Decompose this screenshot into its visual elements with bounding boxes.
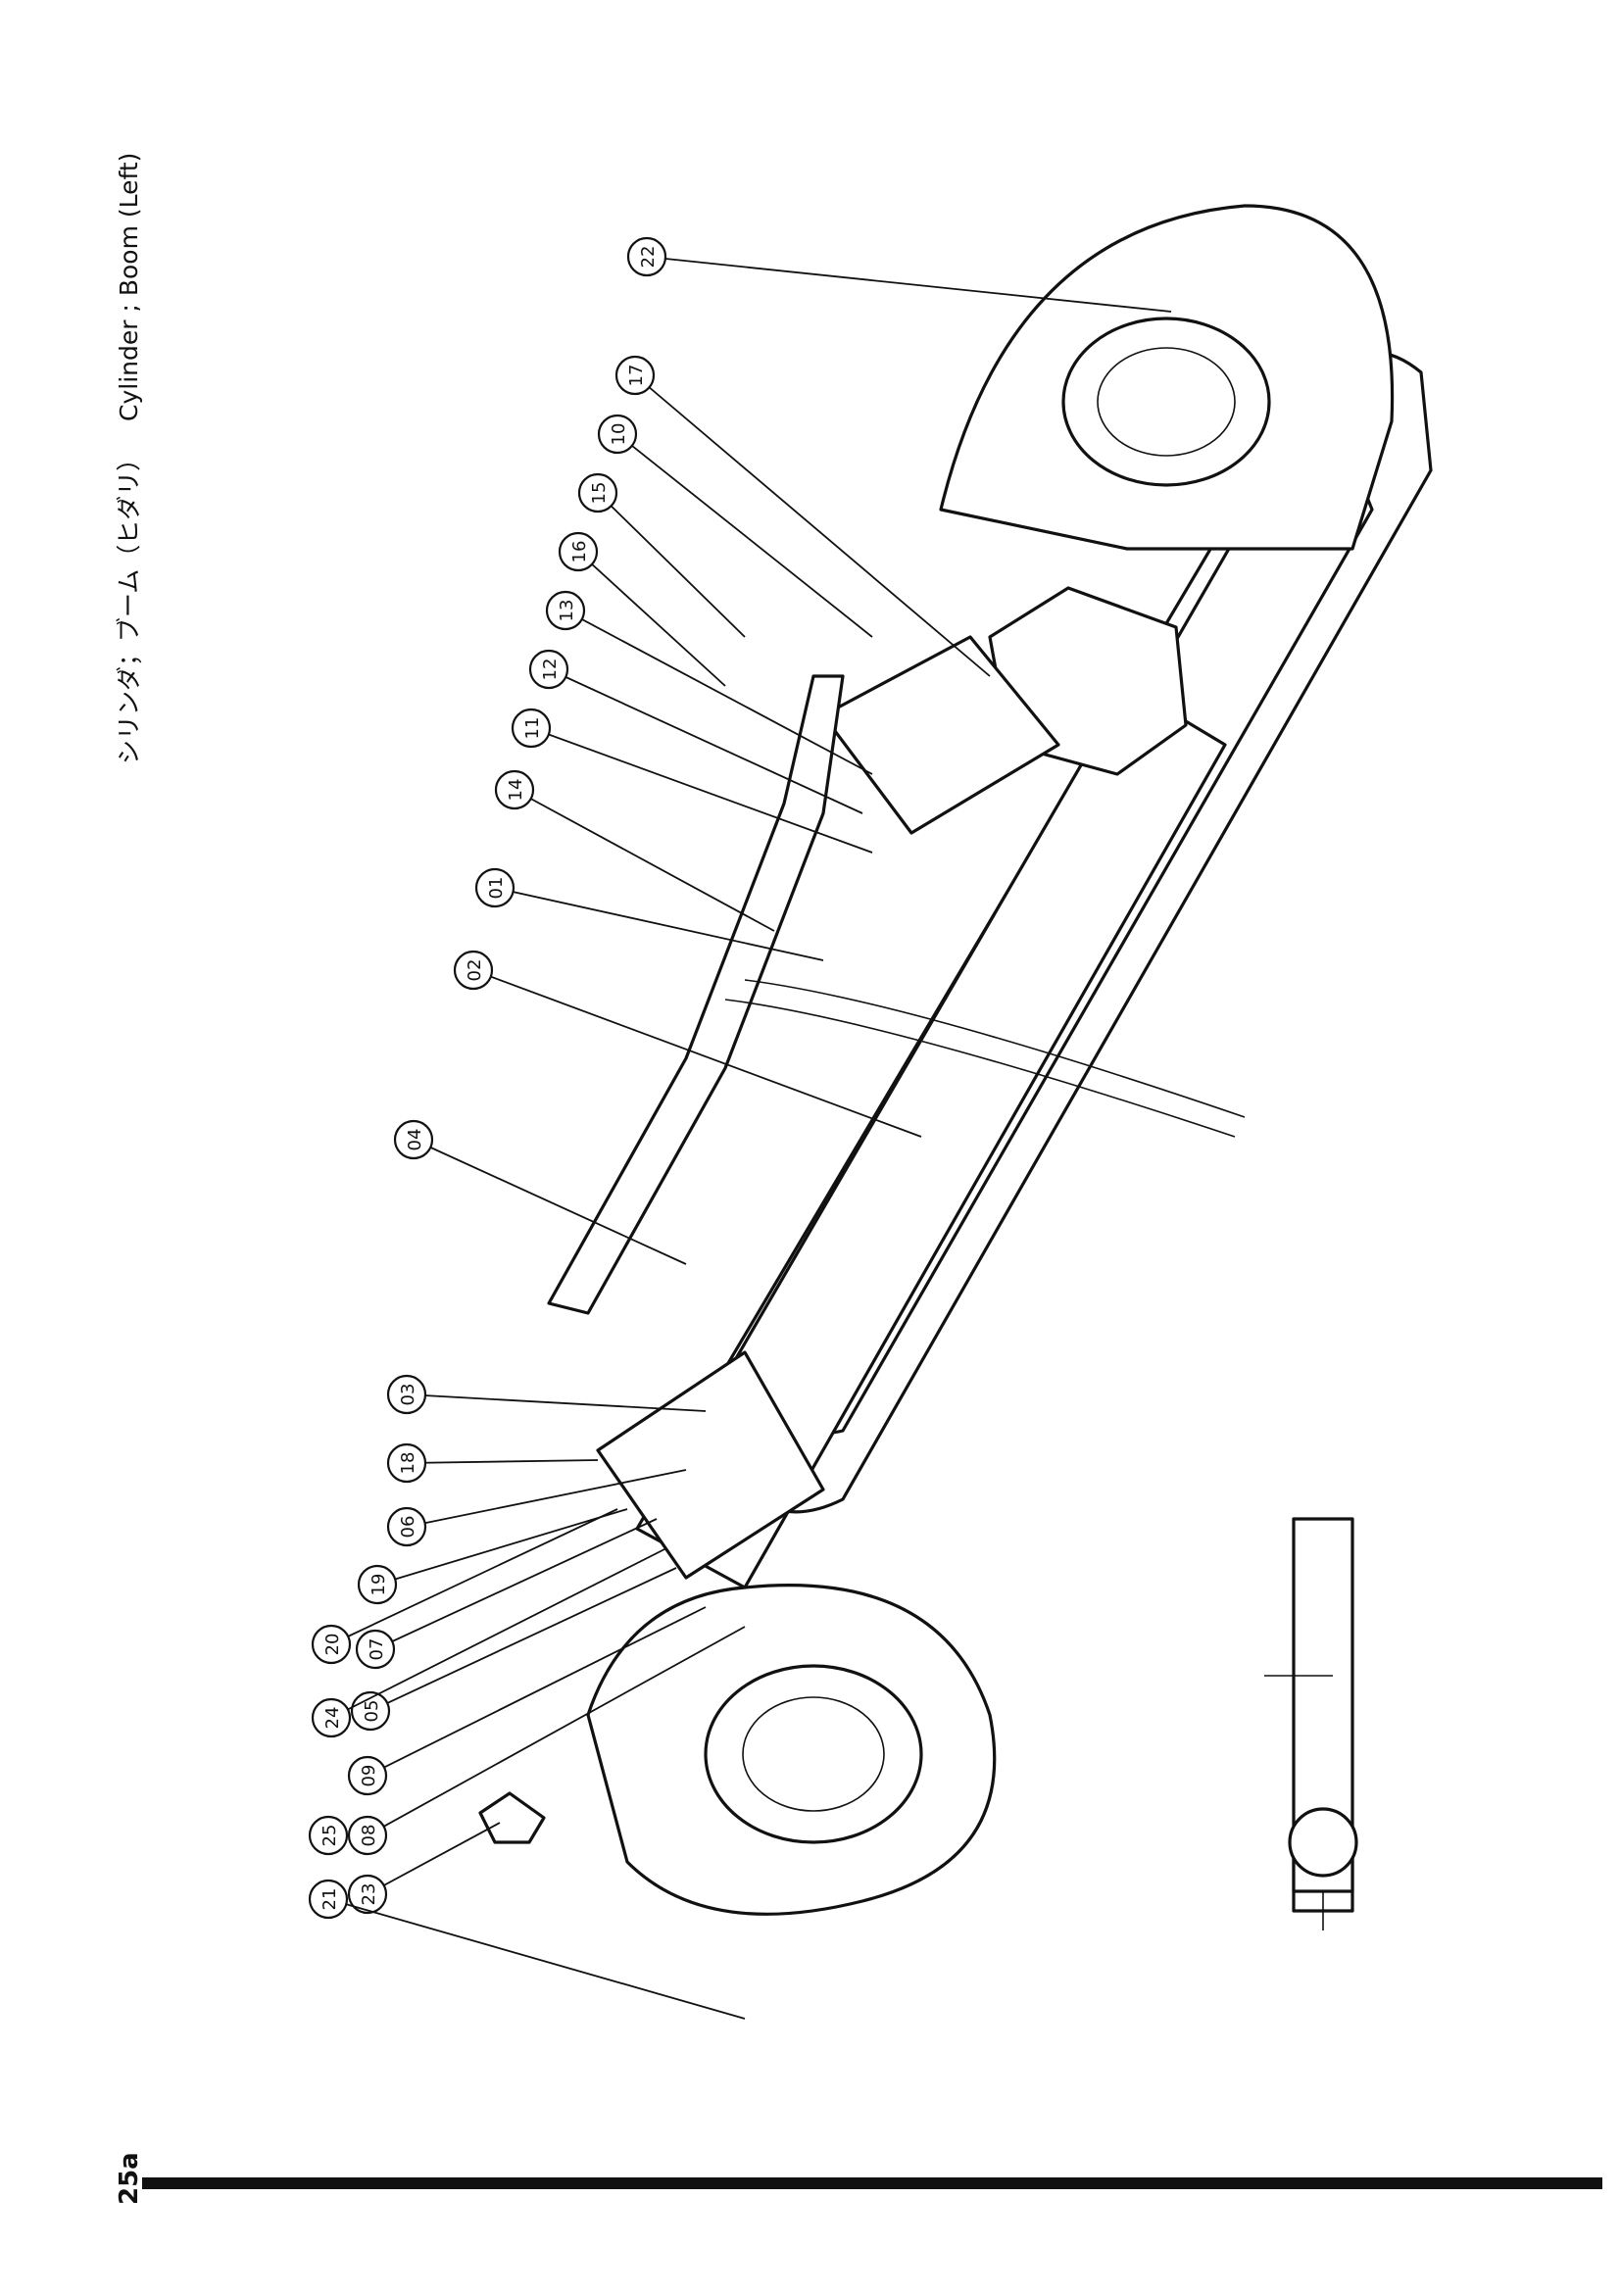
footer-rule: [142, 2177, 1602, 2189]
callout-13: 13: [545, 590, 873, 775]
callout-04: 04: [393, 1119, 687, 1265]
grease-nipple: [478, 1791, 546, 1844]
rod-bushing-inner: [742, 1696, 885, 1812]
callout-11: 11: [511, 708, 873, 854]
svg-text:06: 06: [398, 1516, 418, 1539]
svg-text:12: 12: [540, 659, 561, 681]
svg-text:17: 17: [626, 365, 647, 387]
svg-text:15: 15: [589, 482, 610, 505]
svg-text:25: 25: [319, 1825, 340, 1847]
callout-19: 19: [357, 1508, 628, 1605]
svg-text:03: 03: [398, 1384, 418, 1406]
svg-text:02: 02: [465, 959, 485, 982]
callout-06: 06: [386, 1469, 687, 1547]
svg-text:08: 08: [359, 1825, 379, 1847]
callout-08: 08: [347, 1626, 746, 1856]
callouts: 22 17 10 15 16 13 12: [308, 236, 1172, 2020]
title-english: Cylinder ; Boom (Left): [115, 153, 143, 421]
svg-text:21: 21: [319, 1888, 340, 1911]
hydraulic-pipe: [547, 674, 845, 1315]
svg-text:04: 04: [405, 1129, 425, 1151]
callout-20: 20: [311, 1508, 618, 1665]
svg-text:24: 24: [322, 1707, 343, 1730]
callout-17: 17: [614, 355, 991, 677]
callout-12: 12: [528, 649, 863, 814]
callout-24: 24: [311, 1547, 667, 1738]
svg-text:05: 05: [362, 1700, 382, 1723]
piston: [821, 635, 1060, 835]
piston-rod: [635, 684, 1227, 1589]
svg-text:01: 01: [486, 877, 507, 900]
head-bushing: [1061, 317, 1271, 487]
section-break: [724, 979, 1246, 1138]
rod-cover: [596, 1350, 825, 1580]
svg-text:16: 16: [569, 541, 590, 563]
header: シリンダ；ブーム（ヒダリ） Cylinder ; Boom (Left): [115, 153, 143, 764]
callout-03: 03: [386, 1374, 707, 1415]
footer: 25a: [115, 2152, 1602, 2205]
svg-text:14: 14: [506, 779, 526, 802]
rod-bushing: [704, 1664, 923, 1844]
svg-text:07: 07: [367, 1638, 387, 1661]
callout-01: 01: [474, 867, 824, 961]
svg-text:23: 23: [359, 1883, 379, 1906]
cylinder-cutaway: [478, 204, 1433, 1916]
callout-18: 18: [386, 1442, 599, 1484]
svg-text:19: 19: [368, 1574, 389, 1596]
callout-21: 21: [308, 1879, 746, 2020]
callout-25: 25: [308, 1815, 349, 1856]
callout-10: 10: [597, 414, 873, 638]
callout-07: 07: [355, 1518, 658, 1670]
svg-text:13: 13: [557, 600, 577, 622]
callout-22: 22: [626, 236, 1172, 313]
title-japanese: シリンダ；ブーム（ヒダリ）: [115, 447, 143, 764]
svg-text:09: 09: [359, 1765, 379, 1787]
svg-text:20: 20: [322, 1634, 343, 1656]
svg-text:18: 18: [398, 1452, 418, 1475]
callout-05: 05: [350, 1567, 677, 1732]
inset-sketch: [1264, 1517, 1358, 1930]
svg-text:11: 11: [522, 717, 543, 740]
callout-23: 23: [347, 1822, 501, 1915]
callout-09: 09: [347, 1606, 707, 1796]
callout-02: 02: [453, 950, 922, 1138]
callout-16: 16: [558, 531, 726, 687]
page-number: 25a: [115, 2152, 144, 2205]
svg-text:10: 10: [609, 423, 629, 446]
callout-14: 14: [494, 769, 775, 932]
head-bushing-inner: [1097, 347, 1236, 457]
svg-text:22: 22: [638, 246, 659, 269]
callout-15: 15: [577, 472, 746, 638]
